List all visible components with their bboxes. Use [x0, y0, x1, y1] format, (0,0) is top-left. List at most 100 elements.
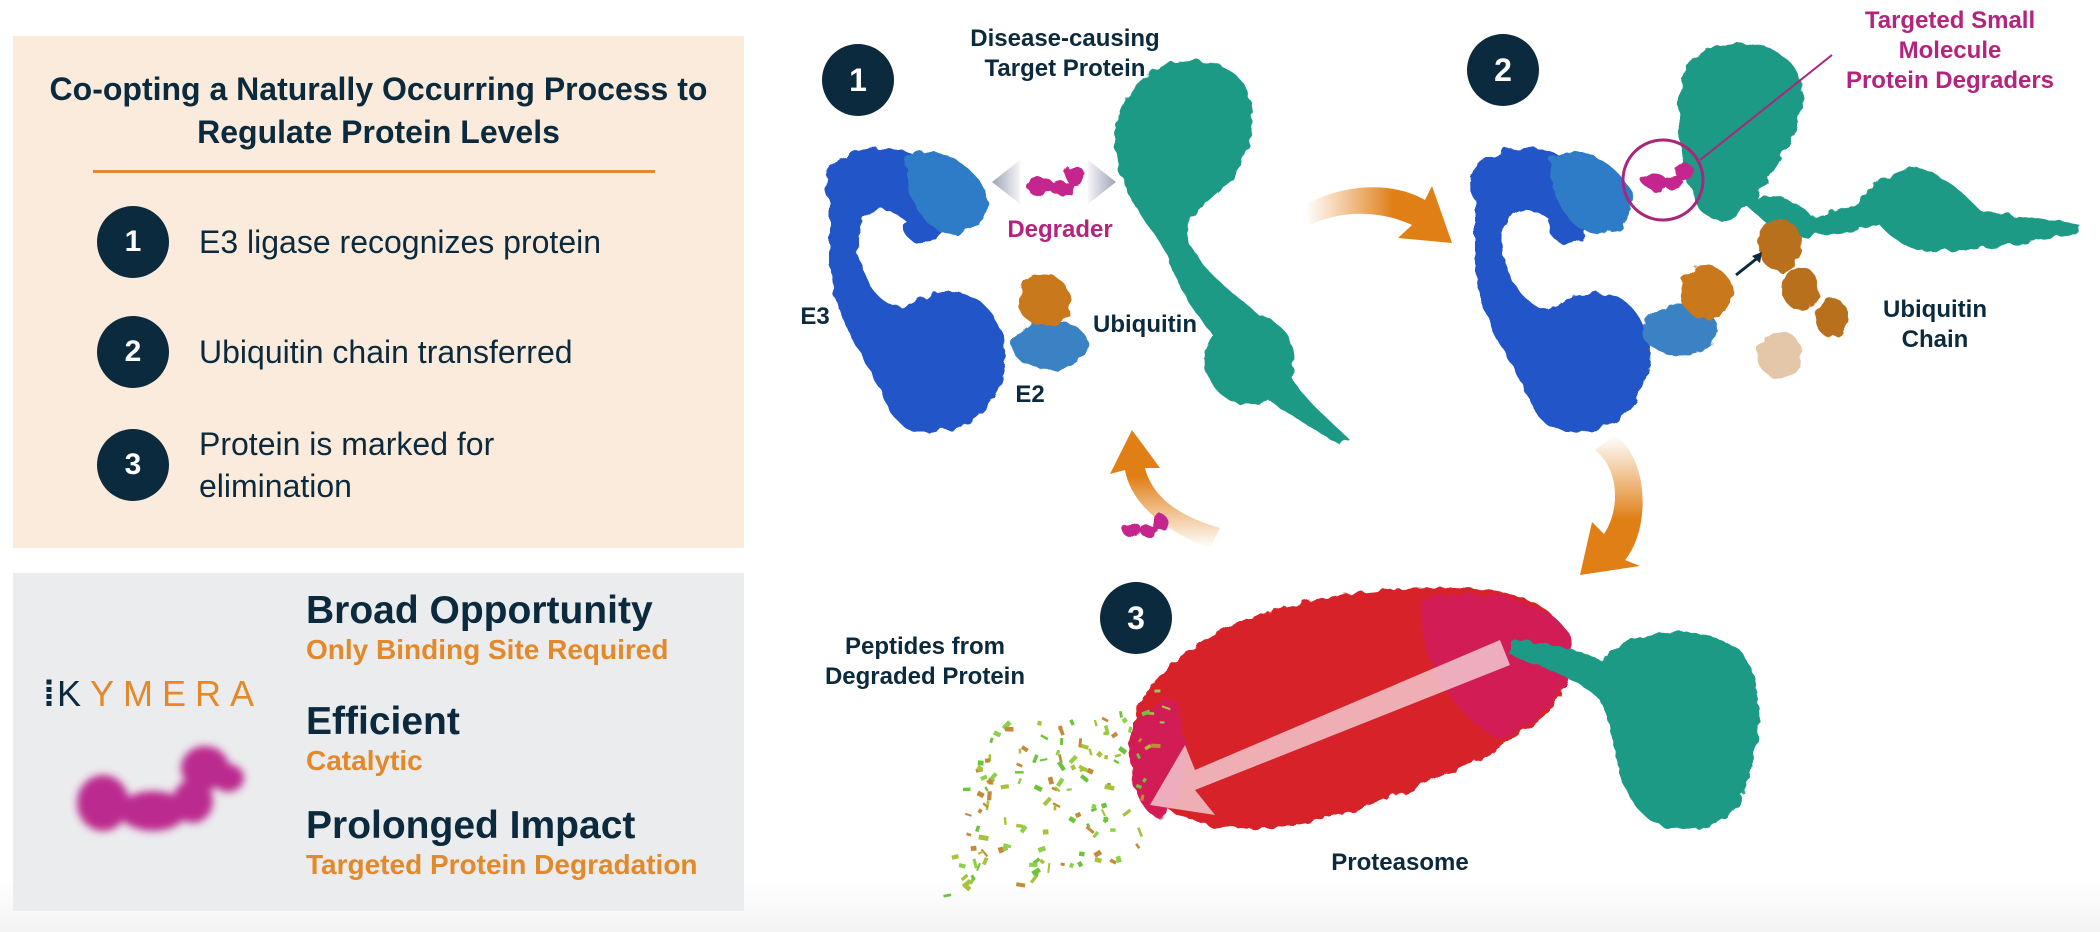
peptide-fragment: [1035, 868, 1040, 878]
peptide-fragment: [984, 786, 989, 792]
peptide-fragment: [943, 893, 952, 898]
peptide-fragment: [1091, 803, 1097, 810]
target-protein-label-line2: Target Protein: [984, 55, 1146, 82]
degrader-molecule-icon: [77, 746, 244, 831]
step1-target-protein-shape: [1115, 60, 1350, 446]
peptide-fragment: [977, 850, 984, 855]
peptide-fragment: [1115, 855, 1122, 864]
peptide-fragment: [1093, 849, 1103, 858]
peptide-fragment: [961, 879, 972, 889]
peptide-fragment: [976, 790, 985, 799]
peptide-fragment: [1122, 808, 1132, 817]
peptide-fragment: [970, 845, 977, 852]
peptide-fragment: [1060, 862, 1065, 867]
peptide-fragment: [1104, 784, 1115, 791]
peptide-fragment: [1079, 774, 1090, 783]
step2-e3-ligase-shape: [1469, 148, 1718, 433]
peptide-fragment: [1039, 858, 1046, 865]
step-item-3: 3 Protein is marked for elimination: [97, 423, 529, 507]
peptide-fragment: [1127, 726, 1133, 734]
benefit-subtitle-1: Only Binding Site Required: [306, 634, 669, 665]
peptide-fragment: [966, 832, 972, 837]
ubiquitin-chain-label: Ubiquitin Chain: [1870, 295, 2000, 355]
peptide-fragment: [1058, 754, 1063, 764]
peptide-fragment: [1144, 744, 1152, 751]
peptide-fragment: [1142, 777, 1147, 783]
degrader-callout-line: [1699, 54, 1833, 161]
peptide-fragment: [1039, 758, 1048, 762]
peptide-fragment: [989, 737, 994, 744]
process-panel: Co-opting a Naturally Occurring Process …: [13, 36, 744, 548]
peptide-fragment: [1057, 725, 1065, 736]
peptide-fragment: [1000, 784, 1010, 790]
peptide-fragment: [997, 846, 1004, 854]
peptide-fragments-shape: [943, 689, 1171, 898]
benefit-title-3: Prolonged Impact: [306, 804, 636, 847]
step-item-2: 2 Ubiquitin chain transferred: [97, 316, 659, 388]
peptide-fragment: [1042, 796, 1052, 807]
peptide-fragment: [1068, 815, 1077, 824]
benefit-title-2: Efficient: [306, 700, 460, 743]
peptide-fragment: [1161, 705, 1171, 711]
peptide-fragment: [975, 825, 981, 833]
peptide-fragment: [1090, 807, 1098, 813]
peptide-fragment: [1141, 709, 1151, 717]
step2-target-protein-shape: [1679, 42, 2080, 252]
e2-label: E2: [1015, 381, 1045, 408]
peptide-fragment: [1001, 720, 1012, 731]
peptide-fragment: [960, 873, 969, 882]
peptide-fragment: [1104, 754, 1109, 760]
peptide-fragment: [982, 802, 989, 809]
process-title-line1: Co-opting a Naturally Occurring Process …: [49, 71, 708, 107]
peptides-label-line1: Peptides from: [844, 633, 1006, 660]
diagram-badge-2: 2: [1467, 34, 1539, 106]
process-title: Co-opting a Naturally Occurring Process …: [13, 68, 744, 154]
peptide-fragment: [1151, 743, 1161, 748]
peptide-fragment: [1135, 843, 1141, 849]
proteasome-label: Proteasome: [1331, 849, 1469, 876]
step-badge-3: 3: [97, 429, 169, 501]
process-title-line2: Regulate Protein Levels: [197, 114, 560, 150]
peptide-fragment: [1103, 725, 1110, 735]
peptides-label: Peptides from Degraded Protein: [805, 632, 1045, 692]
peptide-fragment: [984, 758, 991, 763]
peptide-fragment: [1032, 754, 1039, 764]
peptide-fragment: [1068, 754, 1078, 765]
step3-target-protein-shape: [1510, 631, 1759, 831]
benefit-item-3: Prolonged Impact Targeted Protein Degrad…: [306, 804, 698, 882]
step1-degrader-molecule-icon: [1026, 166, 1085, 196]
logo-mark-icon: ⁞: [43, 673, 55, 714]
cycle-arrow-2-to-3-icon: [1580, 435, 1643, 575]
peptide-fragment: [1101, 716, 1109, 723]
peptide-fragment: [1069, 719, 1075, 726]
step-text-2: Ubiquitin chain transferred: [199, 334, 573, 370]
peptide-fragment: [1042, 829, 1049, 835]
peptide-fragment: [1051, 786, 1058, 792]
step-item-1: 1 E3 ligase recognizes protein: [97, 206, 659, 278]
peptide-fragment: [1154, 689, 1161, 693]
peptide-fragment: [978, 834, 989, 842]
peptide-fragment: [977, 808, 983, 814]
peptide-fragment: [976, 765, 984, 773]
peptide-fragment: [972, 858, 978, 869]
peptide-fragment: [1121, 717, 1128, 724]
peptide-fragment: [1095, 750, 1104, 758]
peptide-fragment: [1052, 802, 1061, 808]
degraders-label-line1: Targeted Small: [1864, 7, 2036, 34]
peptide-fragment: [1020, 745, 1029, 753]
step-badge-2: 2: [97, 316, 169, 388]
peptide-fragment: [964, 812, 972, 817]
peptide-fragment: [976, 862, 981, 871]
peptide-fragment: [962, 787, 971, 792]
peptide-fragment: [1109, 858, 1117, 865]
target-protein-label: Disease-causing Target Protein: [950, 24, 1180, 84]
peptide-fragment: [1059, 737, 1064, 745]
ubiquitin-label: Ubiquitin: [1093, 311, 1197, 338]
peptide-fragment: [1135, 783, 1143, 790]
peptide-fragment: [982, 857, 989, 866]
peptide-fragment: [1119, 711, 1123, 718]
benefits-panel: ⁞KYMERA Broad Opportunity Only Binding S…: [13, 573, 744, 911]
diagram-badge-1: 1: [822, 44, 894, 116]
kymera-logo: ⁞KYMERA: [43, 673, 263, 715]
